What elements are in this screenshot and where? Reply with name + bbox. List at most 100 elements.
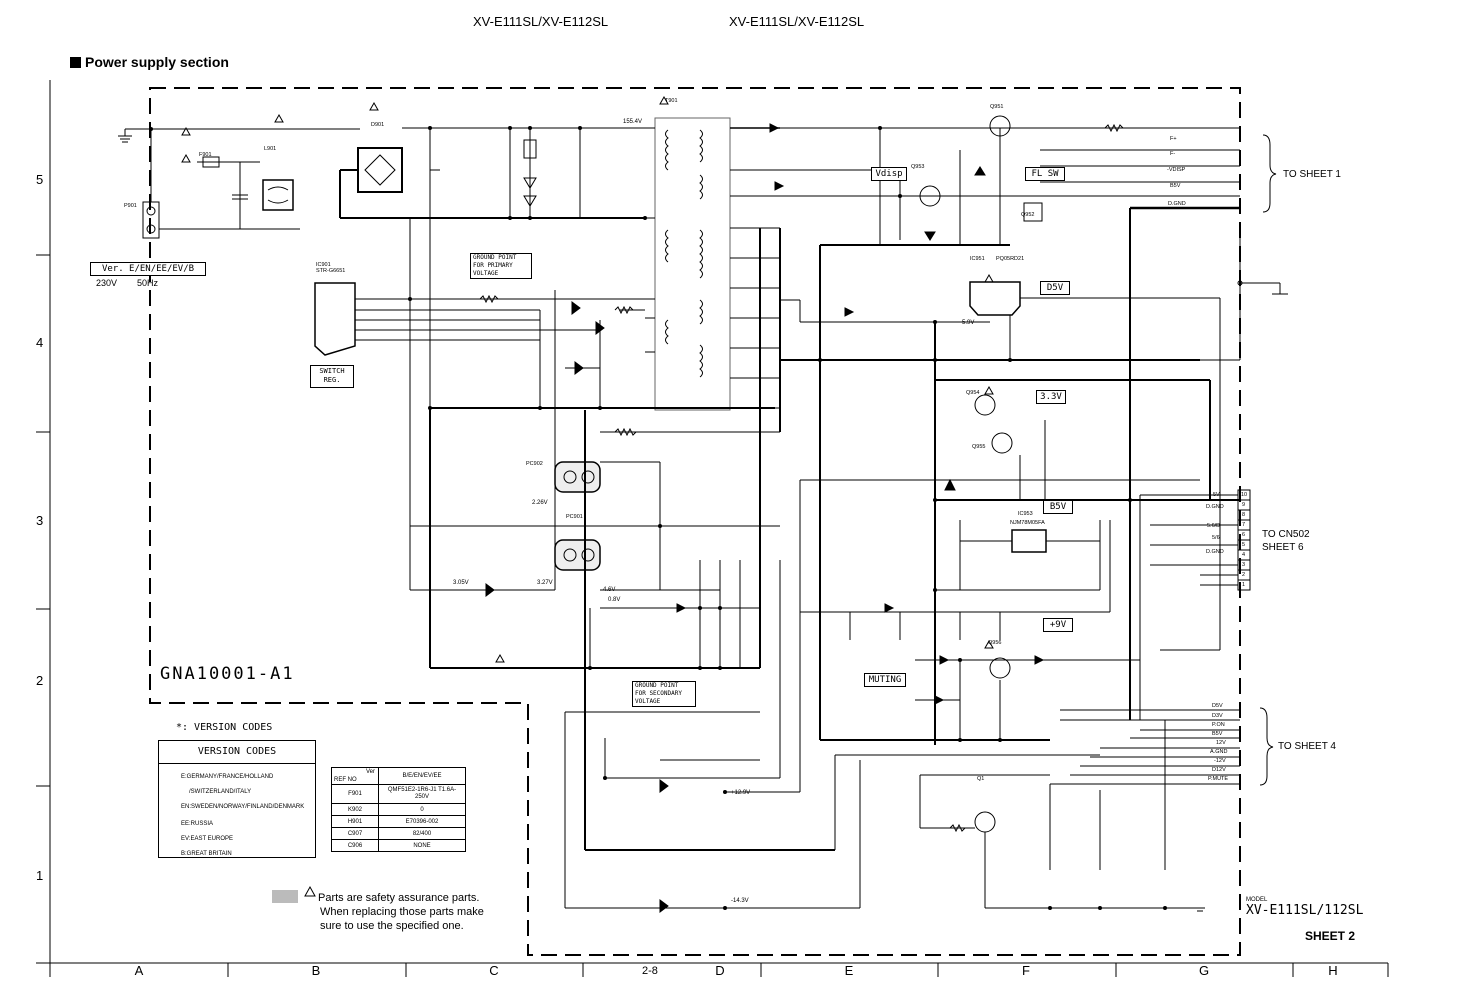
cn502-pin: 5 — [1242, 542, 1246, 548]
cn502-pin: 2 — [1242, 572, 1246, 578]
d5v-label: D5V — [1040, 281, 1070, 295]
table-row: H901 E70396-002 — [331, 815, 466, 828]
voltage-m143v: -14.3V — [731, 898, 749, 904]
version-box: Ver. E/EN/EE/EV/B — [90, 262, 206, 276]
reference-table: Ver REF NO B/E/EN/EV/EE F901 QMF51E2-1R6… — [331, 767, 466, 852]
column-label-a: A — [134, 963, 144, 978]
column-label-e: E — [844, 963, 854, 978]
sheet1-line-fplus: F+ — [1170, 136, 1177, 142]
column-label-d: D — [715, 963, 725, 978]
sheet-label: SHEET 2 — [1305, 929, 1356, 943]
q952-label: Q952 — [1021, 212, 1035, 218]
table-cell-value: QMF51E2-1R6-J1 T1.6A-250V — [378, 784, 466, 804]
fl-sw-label: FL SW — [1025, 167, 1065, 181]
switch-reg-line2: REG. — [323, 376, 341, 384]
cn502-pin: 7 — [1242, 522, 1246, 528]
switch-reg-line1: SWITCH — [319, 367, 345, 375]
table-cell-ref: K902 — [331, 803, 379, 816]
sheet4-line-12v: 12V — [1216, 740, 1226, 746]
cn502-pin: 4 — [1242, 552, 1246, 558]
sheet1-line-vdisp: -VDISP — [1167, 167, 1186, 173]
cn502-pin-label: D.GND — [1206, 549, 1224, 555]
voltage-155v: 155.4V — [623, 119, 643, 125]
q953-label: Q953 — [911, 164, 925, 170]
cn502-pin: 10 — [1241, 492, 1248, 498]
ground-secondary-line2: FOR SECONDARY — [635, 690, 682, 697]
version-codes-title: VERSION CODES — [159, 741, 315, 764]
sheet4-line-pmute: P.MUTE — [1208, 776, 1229, 782]
row-label-2: 2 — [36, 673, 44, 688]
f901-label: F901 — [199, 152, 212, 158]
sheet1-line-fminus: F- — [1170, 151, 1176, 157]
table-row: C907 82/400 — [331, 827, 466, 840]
safety-line3: sure to use the specified one. — [320, 920, 464, 932]
p901-label: P901 — [124, 203, 137, 209]
ic951-label: IC951 — [970, 256, 985, 262]
model-name: XV-E111SL/112SL — [1246, 903, 1364, 918]
table-cell-value: NONE — [378, 839, 466, 852]
voltage-59v: 5.9V — [962, 320, 975, 326]
ground-primary-line1: GROUND POINT — [473, 254, 517, 261]
table-cell-value: 0 — [378, 803, 466, 816]
table-cell-value: E70396-002 — [378, 815, 466, 828]
q1-label: Q1 — [977, 776, 985, 782]
b5v-label: B5V — [1043, 500, 1073, 514]
to-sheet1-label: TO SHEET 1 — [1283, 169, 1341, 180]
q956-label: Q956 — [988, 640, 1002, 646]
sheet4-line-agnd: A.GND — [1210, 749, 1228, 755]
q954-label: Q954 — [966, 390, 980, 396]
version-code-line: E:GERMANY/FRANCE/HOLLAND — [181, 774, 274, 780]
row-label-5: 5 — [36, 172, 44, 187]
table-cell-ref: C906 — [331, 839, 379, 852]
ver-label: Ver — [365, 769, 375, 775]
document-header-left: XV-E111SL/XV-E112SL — [473, 14, 609, 29]
voltage-p128v: +12.9V — [731, 790, 751, 796]
q955-label: Q955 — [972, 444, 986, 450]
safety-note: Parts are safety assurance parts. When r… — [272, 890, 484, 933]
voltage-46v: 4.6V — [603, 587, 616, 593]
sheet4-line-d12v: D12V — [1212, 767, 1226, 773]
frequency-label: 50Hz — [137, 278, 159, 288]
table-cell-ref: C907 — [331, 827, 379, 840]
pc901-label: PC901 — [566, 514, 583, 520]
voltage-305v: 3.05V — [453, 580, 469, 586]
ground-primary-line3: VOLTAGE — [473, 270, 499, 277]
sheet4-line-d3v: D3V — [1212, 713, 1223, 719]
ground-primary-box: GROUND POINT FOR PRIMARY VOLTAGE — [470, 253, 532, 279]
table-cell-ref: F901 — [331, 784, 379, 804]
version-code-line: EV:EAST EUROPE — [181, 836, 234, 842]
table-row: C906 NONE — [331, 839, 466, 852]
ground-secondary-box: GROUND POINT FOR SECONDARY VOLTAGE — [632, 681, 696, 707]
column-label-g: G — [1198, 963, 1210, 978]
safety-line2: When replacing those parts make — [320, 906, 484, 918]
v33-label: 3.3V — [1036, 390, 1066, 404]
row-label-1: 1 — [36, 868, 44, 883]
row-label-3: 3 — [36, 513, 44, 528]
voltage-label: 230V — [96, 278, 118, 288]
safety-swatch — [272, 890, 298, 903]
column-label-h: H — [1328, 963, 1338, 978]
table-column-header: B/E/EN/EV/EE — [378, 767, 466, 785]
voltage-226v: 2.26V — [532, 500, 548, 506]
cn502-pin-label: 5.6/D — [1207, 523, 1221, 529]
document-header-right: XV-E111SL/XV-E112SL — [729, 14, 865, 29]
table-cell-value: 82/400 — [378, 827, 466, 840]
cn502-pin: 9 — [1242, 502, 1246, 508]
cn502-pin: 6 — [1242, 532, 1246, 538]
cn502-pin-label: D.GND — [1206, 504, 1224, 510]
cn502-pin-label: 5/6 — [1212, 535, 1220, 541]
p9v-label: +9V — [1043, 618, 1073, 632]
row-label-4: 4 — [36, 335, 44, 350]
sheet4-line-d5v: D5V — [1212, 703, 1223, 709]
vdisp-label: Vdisp — [871, 167, 907, 181]
section-bullet-icon — [70, 57, 81, 68]
t901-label: T901 — [665, 98, 678, 104]
board-label: GNA10001-A1 — [160, 664, 295, 684]
column-label-b: B — [311, 963, 321, 978]
ic901-label: IC901 — [316, 262, 331, 268]
version-code-line: EN:SWEDEN/NORWAY/FINLAND/DENMARK — [181, 804, 305, 810]
table-header-row: Ver REF NO B/E/EN/EV/EE — [331, 767, 466, 785]
sheet1-line-b5v: B5V — [1170, 183, 1181, 189]
ground-primary-line2: FOR PRIMARY — [473, 262, 513, 269]
sheet4-line-b5v: B5V — [1212, 731, 1223, 737]
